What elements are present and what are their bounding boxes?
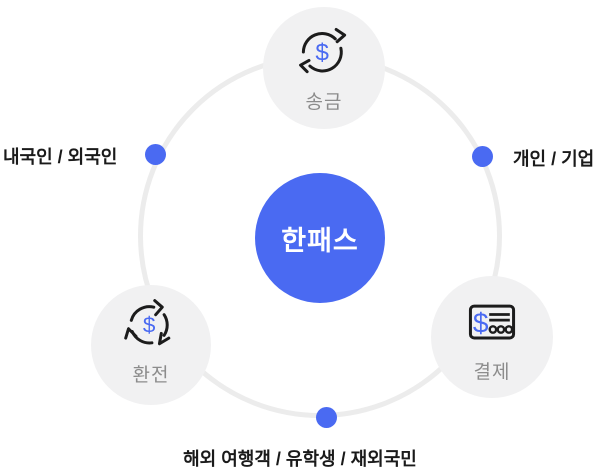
service-label-payment: 결제: [473, 362, 511, 383]
service-circle-payment: $ 결제: [431, 276, 553, 398]
svg-text:$: $: [143, 313, 156, 338]
service-label-remittance: 송금: [305, 92, 343, 113]
orbit-dot-left: [145, 144, 166, 165]
svg-text:$: $: [473, 307, 489, 338]
service-circle-remittance: $ 송금: [263, 7, 385, 129]
svg-text:$: $: [315, 39, 329, 66]
brand-circle: 한패스: [255, 173, 385, 303]
money-transfer-icon: $: [294, 22, 354, 82]
service-label-exchange: 환전: [132, 365, 170, 386]
orbit-dot-bottom: [316, 407, 337, 428]
orbit-dot-right: [472, 146, 493, 167]
audience-label-right: 개인 / 기업: [513, 149, 595, 169]
brand-name: 한패스: [281, 225, 359, 256]
service-circle-exchange: $ 환전: [91, 285, 211, 405]
card-payment-icon: $: [462, 292, 522, 352]
audience-label-left: 내국인 / 외국인: [3, 147, 118, 167]
currency-exchange-icon: $: [121, 295, 181, 355]
audience-label-bottom: 해외 여행객 / 유학생 / 재외국민: [183, 449, 417, 469]
